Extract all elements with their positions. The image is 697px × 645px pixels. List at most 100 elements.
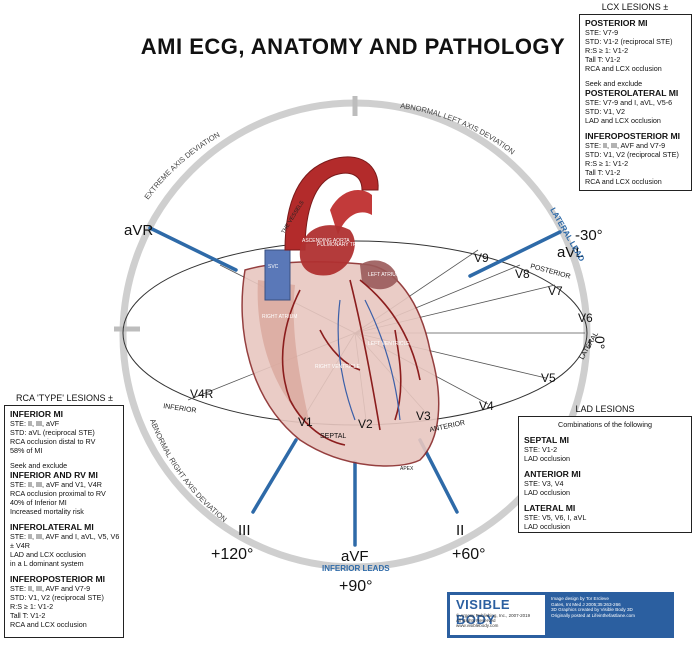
iii-lead-line xyxy=(251,438,298,514)
rca-line: R:S ≥ 1: V1-2 xyxy=(10,602,54,611)
rca-section-title: INFEROPOSTERIOR MI xyxy=(10,574,106,584)
lcx-line: STE: V7-9 and I, aVL, V5-6 xyxy=(585,98,673,107)
rca-line: LAD and LCX occlusion xyxy=(10,550,86,559)
rca-line: STE: II, III, aVF and V1, V4R xyxy=(10,480,102,489)
lcx-note: Seek and exclude xyxy=(585,79,643,88)
logo-credit: Image design by Tor Ercleve Gates, Int M… xyxy=(551,596,671,618)
lad-line: STE: V3, V4 xyxy=(524,479,564,488)
rca-section-title: INFERIOR MI xyxy=(10,409,63,419)
rca-note: Seek and exclude xyxy=(10,461,68,470)
inferior-label: INFERIOR xyxy=(163,403,197,415)
logo-credit-line: Image design by Tor Ercleve xyxy=(551,596,609,601)
v8-label: V8 xyxy=(515,267,530,281)
rca-line: Tall T: V1-2 xyxy=(10,611,46,620)
lcx-line: STE: II, III, AVF and V7-9 xyxy=(585,141,666,150)
logo-small-line: www.visiblebody.com xyxy=(456,623,499,629)
logo-credit-line: Gates, Int Med J 2005;35:263-266 xyxy=(551,601,621,607)
lcx-section-title: INFEROPOSTERIOR MI xyxy=(585,131,681,141)
lcx-box: POSTERIOR MI STE: V7-9 STD: V1-2 (recipr… xyxy=(579,14,692,191)
rca-line: STE: II, III, AVF and I, aVL, V5, V6 xyxy=(10,532,120,541)
plus90-label: +90° xyxy=(339,578,373,595)
logo-credit-line: Originally posted at Lifeinthefastlane.c… xyxy=(551,612,636,618)
v3-label: V3 xyxy=(416,409,431,423)
rca-line: RCA and LCX occlusion xyxy=(10,620,87,629)
rca-line: RCA occlusion distal to RV xyxy=(10,437,96,446)
inferior-leads-label: INFERIOR LEADS xyxy=(322,564,390,573)
lad-line: LAD occlusion xyxy=(524,522,570,531)
rca-line: STE: II, III, AVF and V7-9 xyxy=(10,584,91,593)
lcx-line: STD: V1, V2 xyxy=(585,107,625,116)
apex-label: APEX xyxy=(400,466,414,472)
lcx-line: Tall T: V1-2 xyxy=(585,168,621,177)
visible-body-logo: VISIBLE BODY © Argosy Publishing, Inc., … xyxy=(447,592,674,638)
left-ventricle-label: LEFT VENTRICLE xyxy=(368,341,410,347)
plus60-label: +60° xyxy=(452,546,486,563)
rca-section-title: INFEROLATERAL MI xyxy=(10,522,94,532)
avl-lead-line xyxy=(468,230,562,278)
lead-ii-label: II xyxy=(456,522,465,539)
lead-i-label: I xyxy=(588,336,592,351)
lad-line: STE: V5, V6, I, aVL xyxy=(524,513,587,522)
arc-extreme-label: EXTREME AXIS DEVIATION xyxy=(142,130,221,201)
rca-line: STD: aVL (reciprocal STE) xyxy=(10,428,95,437)
right-ventricle-label: RIGHT VENTRICLE xyxy=(315,364,361,370)
lcx-line: RCA and LCX occlusion xyxy=(585,177,662,186)
rca-line: in a L dominant system xyxy=(10,559,84,568)
logo-small-line: © Argosy Publishing, Inc., 2007-2019 xyxy=(456,613,531,618)
lcx-line: STD: V1-2 (reciprocal STE) xyxy=(585,37,673,46)
rca-line: STD: V1, V2 (reciprocal STE) xyxy=(10,593,104,602)
lcx-section-title: POSTEROLATERAL MI xyxy=(585,88,679,98)
logo-panel: VISIBLE BODY © Argosy Publishing, Inc., … xyxy=(450,595,545,635)
v7-label: V7 xyxy=(548,284,563,298)
rca-line: 58% of MI xyxy=(10,446,43,455)
pulmonary-label: PULMONARY TRUNK xyxy=(317,242,368,248)
lcx-line: LAD and LCX occlusion xyxy=(585,116,661,125)
page-title: AMI ECG, ANATOMY AND PATHOLOGY xyxy=(140,34,566,59)
logo-brand: VISIBLE BODY xyxy=(456,597,511,627)
lcx-line: Tall T: V1-2 xyxy=(585,55,621,64)
avr-lead-line xyxy=(148,226,238,272)
septal-label: SEPTAL xyxy=(320,433,346,440)
v2-label: V2 xyxy=(358,417,373,431)
rca-line: Increased mortality risk xyxy=(10,507,84,516)
v6-label: V6 xyxy=(578,311,593,325)
rca-box: INFERIOR MI STE: II, III, aVF STD: aVL (… xyxy=(4,405,124,638)
lcx-section-title: POSTERIOR MI xyxy=(585,18,648,28)
lcx-line: R:S ≥ 1: V1-2 xyxy=(585,159,629,168)
lead-iii-label: III xyxy=(238,522,251,539)
v4r-label: V4R xyxy=(190,387,214,401)
rca-section-title: INFERIOR AND RV MI xyxy=(10,470,98,480)
logo-small-text: © Argosy Publishing, Inc., 2007-2019 All… xyxy=(456,613,530,629)
arc-right-label: ABNORMAL RIGHT AXIS DEVIATION xyxy=(148,418,229,524)
lcx-line: STE: V7-9 xyxy=(585,28,619,37)
avf-label: aVF xyxy=(341,548,369,565)
svc-label: SVC xyxy=(268,264,279,270)
lad-box: Combinations of the following SEPTAL MI … xyxy=(518,416,692,533)
avl-label: aVL xyxy=(557,244,584,261)
lad-intro: Combinations of the following xyxy=(558,420,652,429)
lad-header: LAD LESIONS xyxy=(575,404,635,414)
lad-section-title: LATERAL MI xyxy=(524,503,576,513)
posterior-label: POSTERIOR xyxy=(529,263,571,280)
minus30-label: -30° xyxy=(575,227,603,244)
plus120-label: +120° xyxy=(211,546,254,563)
lad-line: LAD occlusion xyxy=(524,454,570,463)
logo-small-line: All Rights Reserved xyxy=(456,618,496,624)
v5-label: V5 xyxy=(541,371,556,385)
logo-credit-line: 3D Graphics created by Visible Body 3D xyxy=(551,607,633,613)
lad-section-title: ANTERIOR MI xyxy=(524,469,581,479)
rca-header: RCA 'TYPE' LESIONS ± xyxy=(16,393,113,403)
lad-line: LAD occlusion xyxy=(524,488,570,497)
heart-illustration xyxy=(241,156,440,467)
coronary-arteries xyxy=(281,279,421,446)
rca-line: ± V4R xyxy=(10,541,30,550)
v4-label: V4 xyxy=(479,399,494,413)
v9-label: V9 xyxy=(474,251,489,265)
lcx-line: RCA and LCX occlusion xyxy=(585,64,662,73)
ascending-aorta-label: ASCENDING AORTA xyxy=(302,238,350,244)
rca-line: RCA occlusion proximal to RV xyxy=(10,489,106,498)
avr-label: aVR xyxy=(124,222,154,239)
v1-label: V1 xyxy=(298,415,313,429)
zero-label: 0° xyxy=(592,336,608,350)
